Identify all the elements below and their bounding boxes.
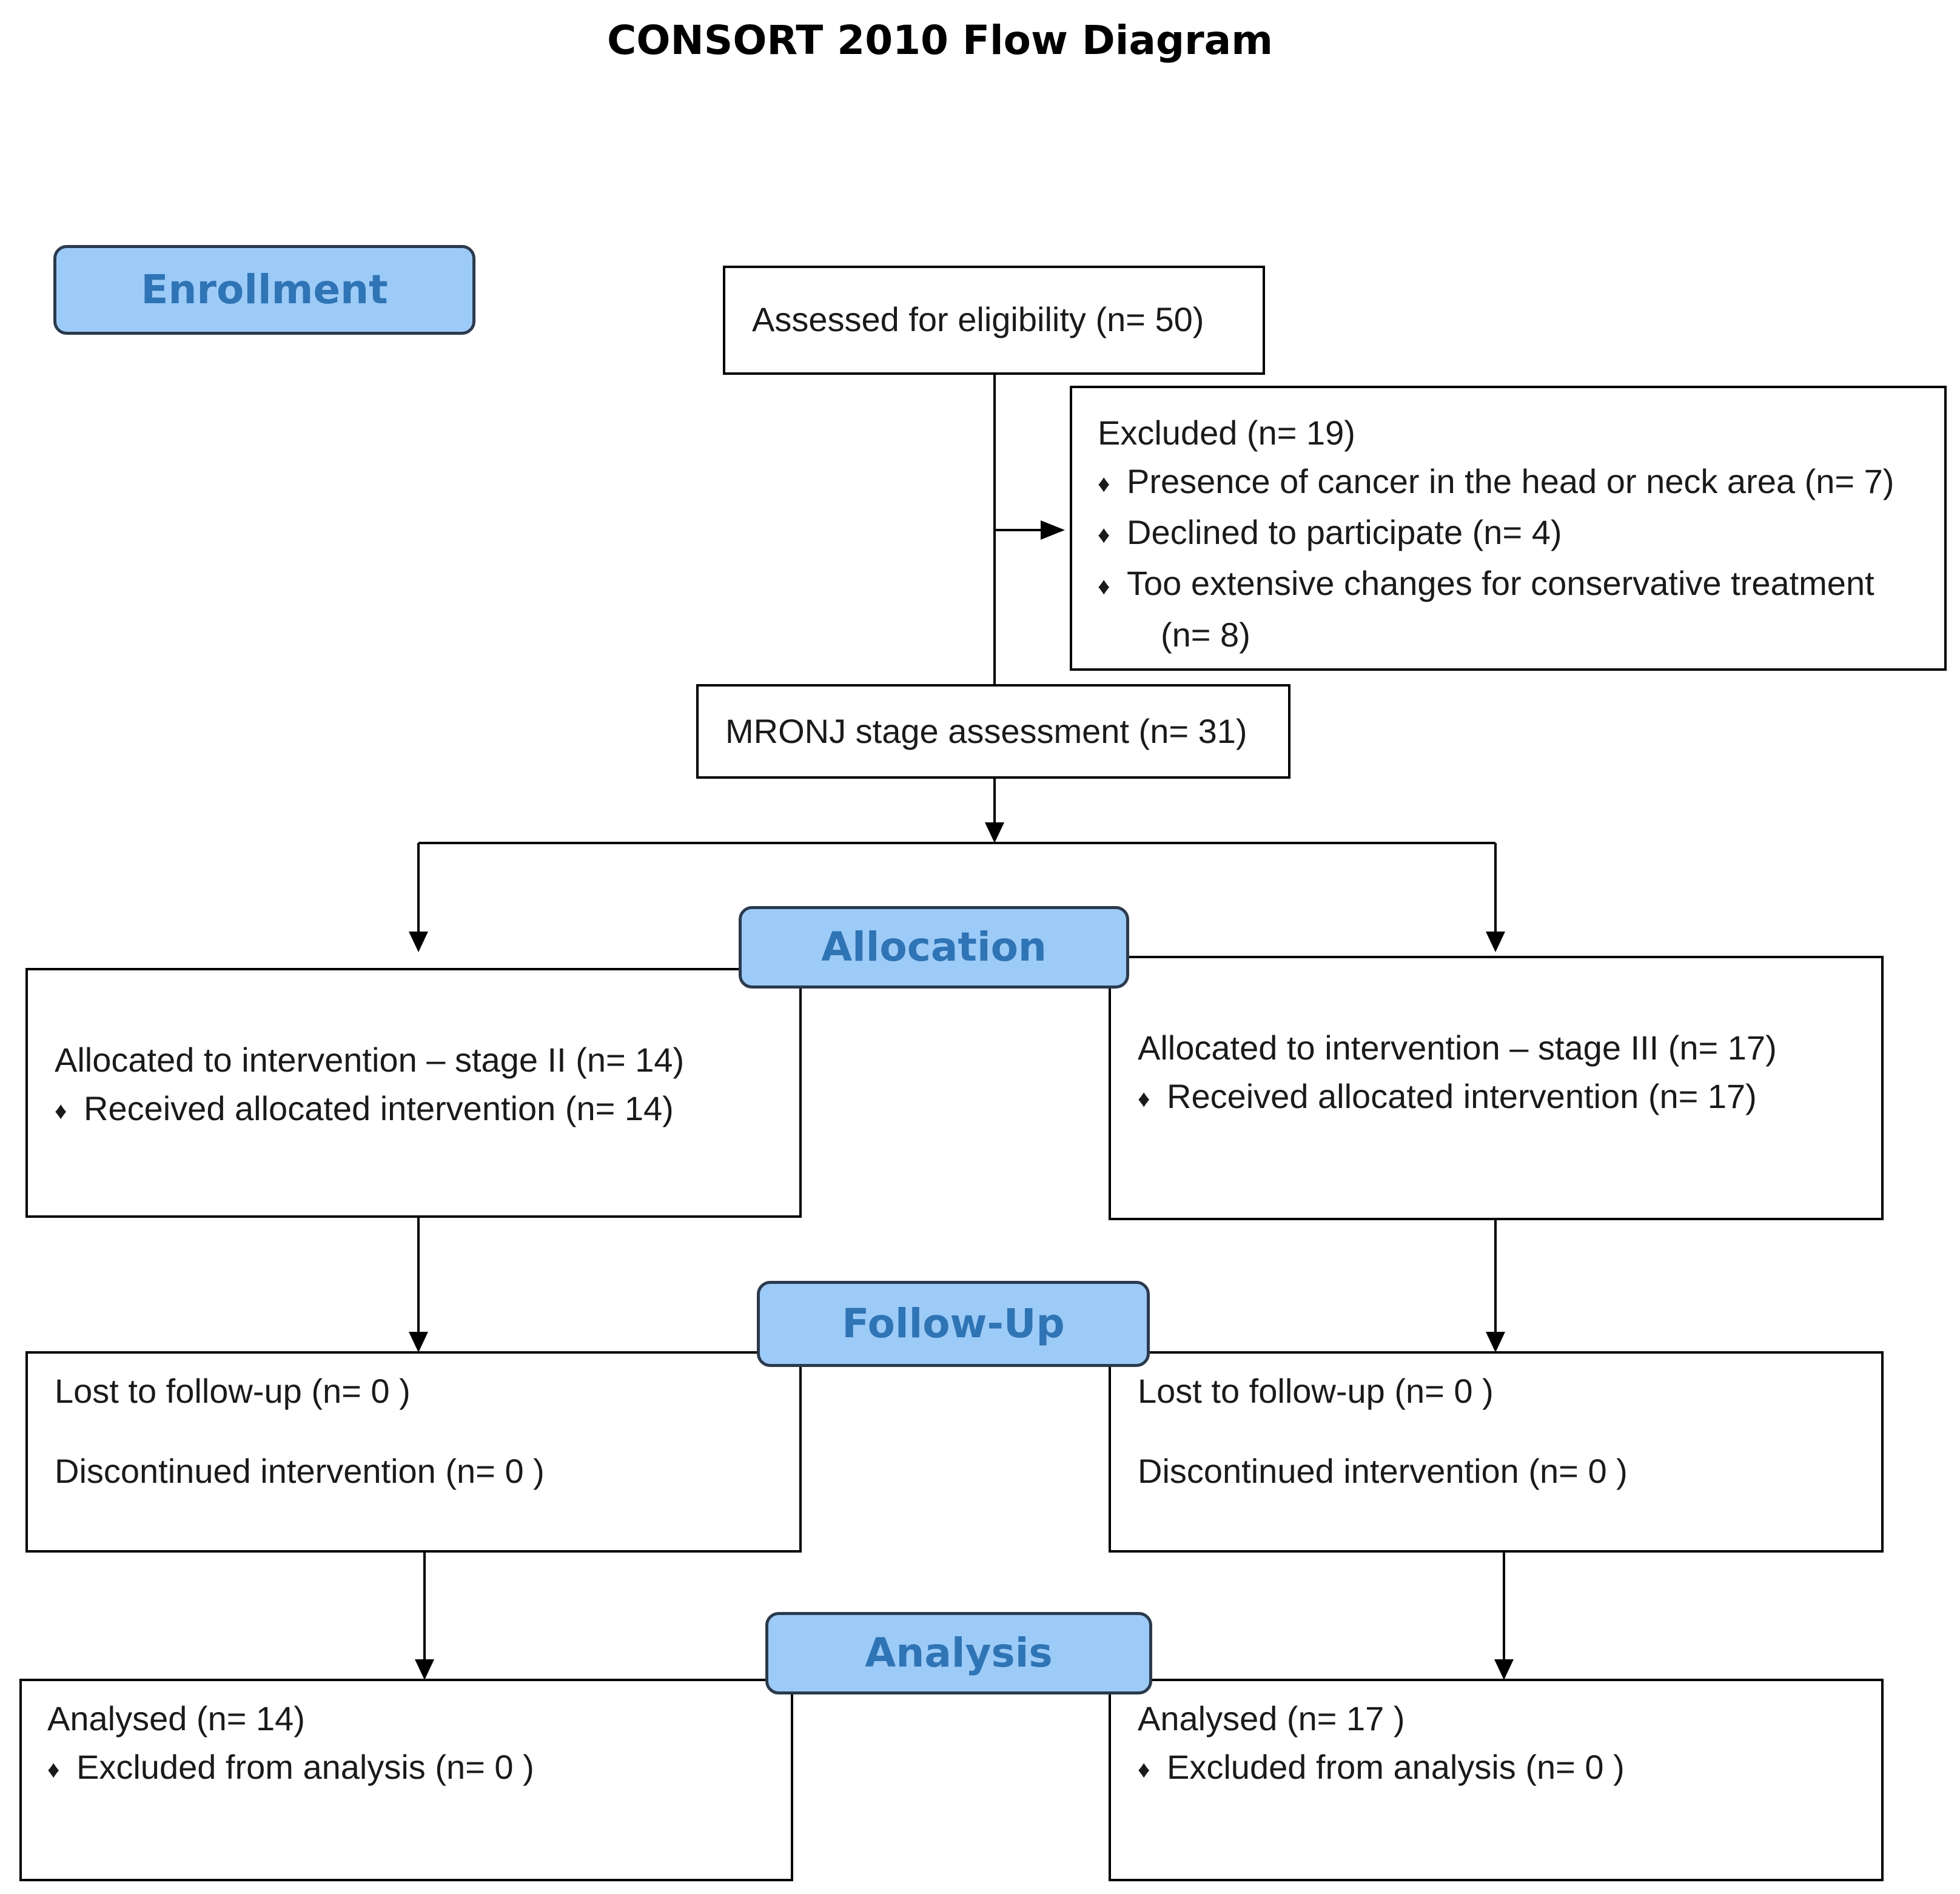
allocation-box-left: Allocated to intervention – stage II (n=… [25,968,802,1218]
excluded-box: Excluded (n= 19) ♦Presence of cancer in … [1070,386,1947,671]
bullet-icon: ♦ [1098,573,1110,600]
analysis-box-left: Analysed (n= 14) ♦Excluded from analysis… [19,1679,793,1881]
arrowhead-excluded [1041,520,1065,540]
stage-allocation: Allocation [739,906,1129,989]
stage-follow-up: Follow-Up [757,1281,1150,1367]
excluded-reason: ♦Declined to participate (n= 4) [1098,508,1918,559]
arrowhead-right-followup [1486,1332,1505,1352]
follow-up-box-right: Lost to follow-up (n= 0 ) Discontinued i… [1109,1351,1884,1553]
diagram-title: CONSORT 2010 Flow Diagram [607,17,1273,64]
assessed-eligibility-box: Assessed for eligibility (n= 50) [723,266,1265,375]
analysis-box-right: Analysed (n= 17 ) ♦Excluded from analysi… [1109,1679,1884,1881]
stage-analysis: Analysis [765,1612,1152,1694]
bullet-icon: ♦ [1098,522,1110,549]
bullet-icon: ♦ [1138,1756,1150,1784]
lost-follow-up-text: Lost to follow-up (n= 0 ) [55,1372,411,1410]
arrowhead-split [985,822,1004,843]
bullet-icon: ♦ [1098,471,1110,498]
arrowhead-right-analysis [1494,1659,1514,1680]
arrowhead-left-allocation [409,932,428,952]
allocated-text: Allocated to intervention – stage II (n=… [55,1041,685,1079]
allocated-text: Allocated to intervention – stage III (n… [1138,1029,1777,1067]
bullet-icon: ♦ [1138,1086,1150,1113]
excluded-reason: ♦Presence of cancer in the head or neck … [1098,457,1918,508]
arrowhead-right-allocation [1486,932,1505,952]
received-intervention: ♦Received allocated intervention (n= 17) [1138,1072,1854,1123]
excluded-from-analysis: ♦Excluded from analysis (n= 0 ) [1138,1743,1854,1794]
excluded-from-analysis: ♦Excluded from analysis (n= 0 ) [47,1743,764,1794]
lost-follow-up-text: Lost to follow-up (n= 0 ) [1138,1372,1494,1410]
received-intervention: ♦Received allocated intervention (n= 14) [55,1084,773,1135]
bullet-icon: ♦ [55,1098,67,1125]
analysed-text: Analysed (n= 17 ) [1138,1699,1405,1738]
stage-enrollment: Enrollment [53,245,475,335]
excluded-reason: ♦Too extensive changes for conservative … [1098,559,1918,610]
follow-up-box-left: Lost to follow-up (n= 0 ) Discontinued i… [25,1351,802,1553]
excluded-reason-continuation: (n= 8) [1161,615,1250,654]
assessed-eligibility-text: Assessed for eligibility (n= 50) [752,300,1204,338]
stage-assessment-box: MRONJ stage assessment (n= 31) [696,684,1290,779]
allocation-box-right: Allocated to intervention – stage III (n… [1109,956,1884,1220]
bullet-icon: ♦ [47,1756,60,1784]
arrowhead-left-analysis [415,1659,434,1680]
discontinued-text: Discontinued intervention (n= 0 ) [55,1452,545,1490]
excluded-heading: Excluded (n= 19) [1098,414,1355,452]
stage-assessment-text: MRONJ stage assessment (n= 31) [725,712,1247,750]
arrowhead-left-followup [409,1332,428,1352]
discontinued-text: Discontinued intervention (n= 0 ) [1138,1452,1628,1490]
analysed-text: Analysed (n= 14) [47,1699,305,1738]
